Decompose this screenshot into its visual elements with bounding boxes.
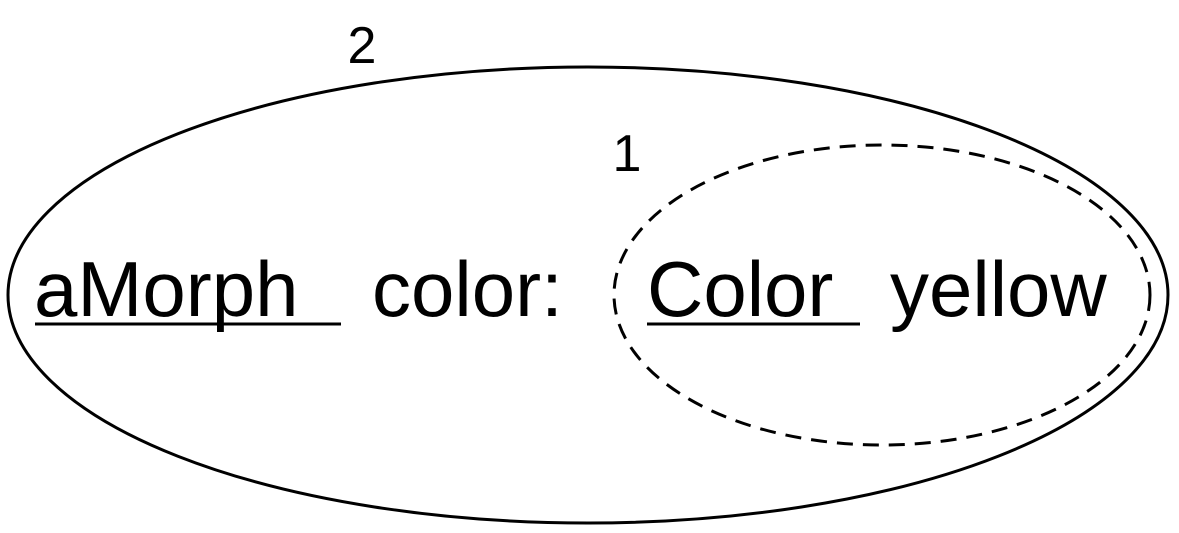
argument-receiver-word: Color	[647, 245, 833, 333]
outer-scope-number: 2	[348, 17, 377, 75]
inner-scope-number: 1	[613, 125, 642, 183]
outer-scope-ellipse	[6, 65, 1170, 525]
argument-message-word: yellow	[890, 245, 1107, 333]
inner-scope-ellipse	[612, 143, 1152, 447]
selector-word: color:	[372, 245, 563, 333]
receiver-word: aMorph	[34, 245, 298, 333]
